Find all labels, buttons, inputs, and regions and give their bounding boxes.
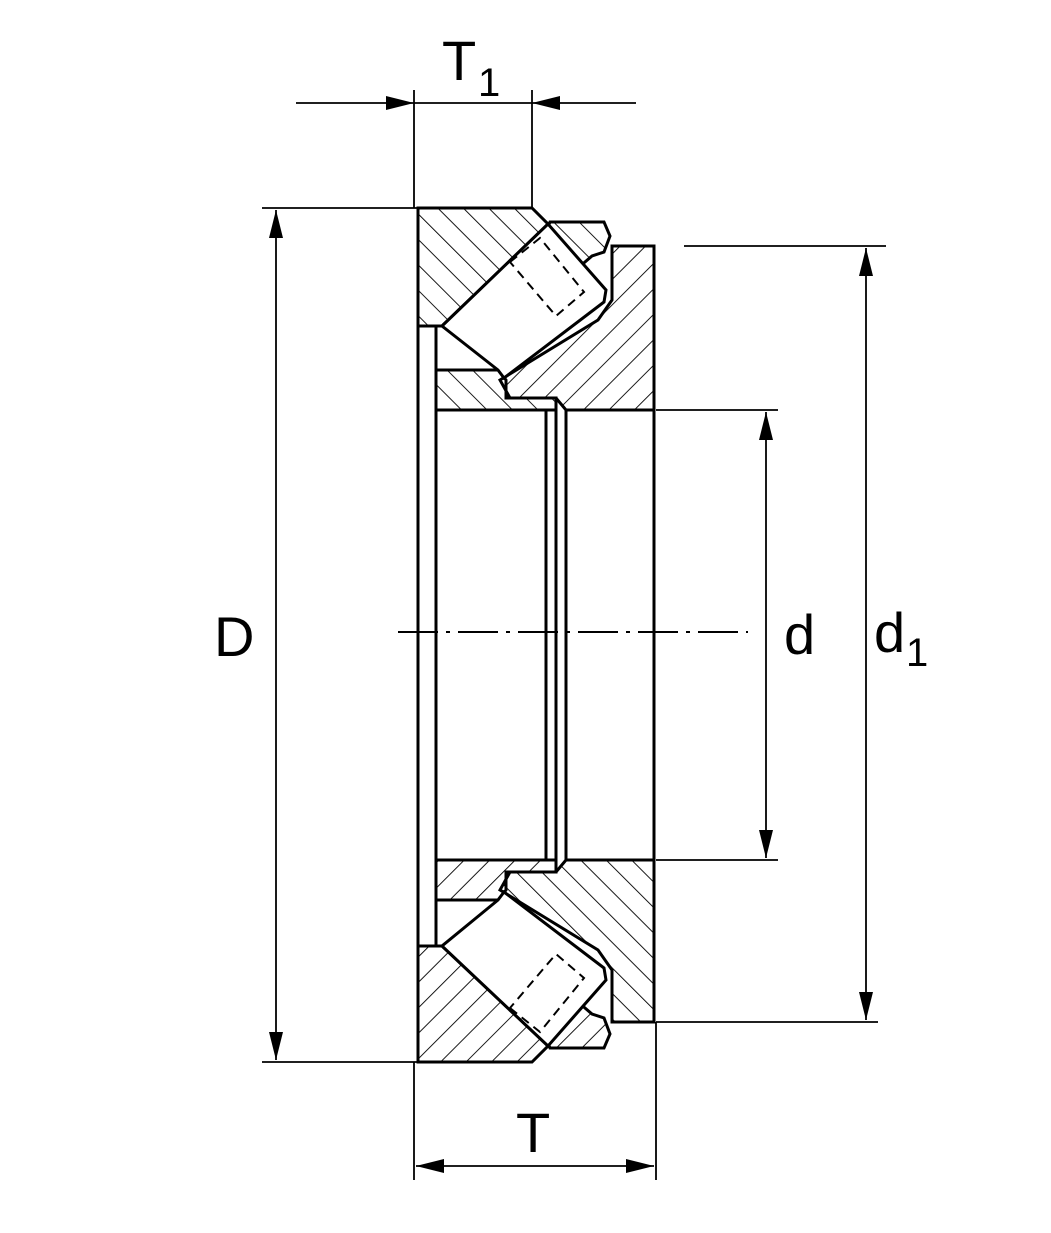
roller-top xyxy=(439,221,608,381)
label-T1-sub: 1 xyxy=(478,61,500,105)
label-d: d xyxy=(784,603,815,666)
label-d1-sub: 1 xyxy=(906,631,928,675)
dimension-d1: d 1 xyxy=(859,248,928,1020)
cage-bottom xyxy=(434,858,612,1050)
roller-bottom xyxy=(439,889,608,1049)
dimension-T: T xyxy=(416,1101,654,1173)
dimension-D: D xyxy=(214,210,283,1060)
label-T: T xyxy=(516,1101,550,1164)
extension-lines xyxy=(262,90,886,1180)
label-D: D xyxy=(214,605,254,668)
dimension-T1: T 1 xyxy=(296,29,636,110)
label-T1: T xyxy=(442,29,476,92)
bearing-outline xyxy=(416,208,656,1062)
label-d1: d xyxy=(874,601,905,664)
dimension-d: d xyxy=(759,412,815,858)
